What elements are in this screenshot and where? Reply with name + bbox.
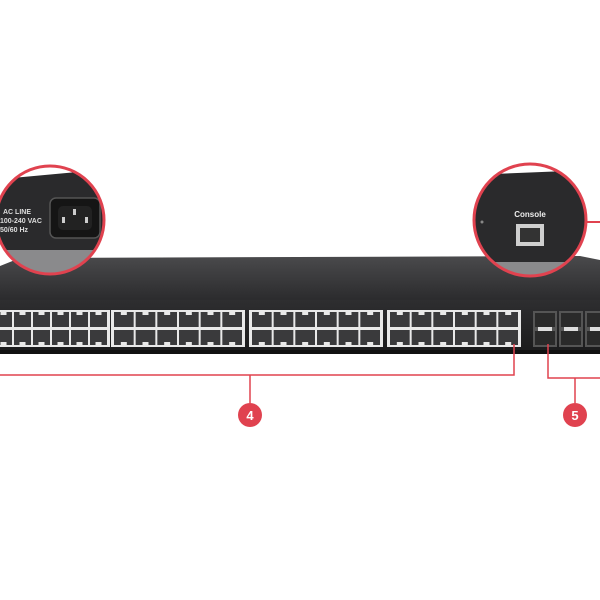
sfp-port[interactable] — [535, 313, 555, 327]
callout-number-4: 4 — [246, 408, 254, 423]
rj45-port[interactable] — [455, 330, 475, 345]
callout-badge-4 — [238, 403, 262, 427]
rj45-port[interactable] — [360, 330, 380, 345]
rj45-port[interactable] — [90, 312, 107, 327]
rj45-port[interactable] — [455, 312, 475, 327]
rj45-port[interactable] — [135, 312, 156, 327]
rj45-port[interactable] — [71, 312, 88, 327]
rj45-port[interactable] — [200, 312, 221, 327]
power-label-line3: 50/60 Hz — [0, 227, 29, 234]
callout-4: 4 — [0, 344, 515, 427]
rj45-port[interactable] — [52, 330, 69, 345]
sfp-port[interactable] — [561, 331, 581, 345]
rj45-port[interactable] — [317, 312, 337, 327]
rj45-port[interactable] — [338, 330, 359, 345]
rj45-port[interactable] — [317, 330, 337, 345]
rj45-port-groups — [0, 310, 521, 347]
rj45-port[interactable] — [390, 312, 410, 327]
rj45-port[interactable] — [114, 330, 134, 345]
callout-5: 5 — [547, 344, 600, 427]
callout-number-5: 5 — [571, 408, 578, 423]
sfp-port[interactable] — [587, 331, 600, 345]
rj45-port[interactable] — [252, 330, 272, 345]
sfp-port[interactable] — [535, 331, 555, 345]
power-label-line2: 100-240 VAC — [0, 218, 42, 225]
rj45-port[interactable] — [90, 330, 107, 345]
console-port-callout: Console — [472, 162, 600, 278]
rj45-port[interactable] — [411, 312, 432, 327]
rj45-port[interactable] — [273, 312, 294, 327]
rj45-port[interactable] — [433, 312, 453, 327]
rj45-port[interactable] — [433, 330, 453, 345]
rj45-port[interactable] — [222, 312, 242, 327]
switch-bottom-edge — [0, 350, 600, 354]
rj45-port[interactable] — [476, 312, 497, 327]
rj45-port[interactable] — [498, 312, 518, 327]
sfp-port[interactable] — [587, 313, 600, 327]
rj45-port[interactable] — [179, 312, 199, 327]
rj45-port[interactable] — [360, 312, 380, 327]
sfp-port-group — [533, 311, 600, 347]
rj45-port[interactable] — [476, 330, 497, 345]
callout-badge-5 — [563, 403, 587, 427]
power-inlet-callout: AC LINE 100-240 VAC 50/60 Hz — [0, 164, 106, 276]
rj45-port[interactable] — [0, 330, 12, 345]
rj45-port[interactable] — [14, 330, 31, 345]
rj45-port[interactable] — [52, 312, 69, 327]
rj45-port[interactable] — [252, 312, 272, 327]
rj45-port[interactable] — [114, 312, 134, 327]
switch-top-panel — [0, 256, 600, 302]
rj45-port[interactable] — [498, 330, 518, 345]
rj45-port[interactable] — [71, 330, 88, 345]
rj45-port[interactable] — [157, 330, 177, 345]
rj45-port[interactable] — [135, 330, 156, 345]
rj45-port[interactable] — [411, 330, 432, 345]
rj45-port[interactable] — [0, 312, 12, 327]
rj45-port[interactable] — [33, 312, 50, 327]
rj45-port[interactable] — [222, 330, 242, 345]
rj45-port[interactable] — [200, 330, 221, 345]
sfp-port[interactable] — [561, 313, 581, 327]
rj45-port[interactable] — [157, 312, 177, 327]
rj45-port[interactable] — [14, 312, 31, 327]
console-label: Console — [514, 210, 546, 219]
rj45-port[interactable] — [390, 330, 410, 345]
rj45-port[interactable] — [338, 312, 359, 327]
rj45-port[interactable] — [295, 312, 315, 327]
rj45-port[interactable] — [273, 330, 294, 345]
rj45-port[interactable] — [179, 330, 199, 345]
power-label-line1: AC LINE — [3, 209, 31, 216]
rj45-port[interactable] — [295, 330, 315, 345]
rj45-port[interactable] — [33, 330, 50, 345]
